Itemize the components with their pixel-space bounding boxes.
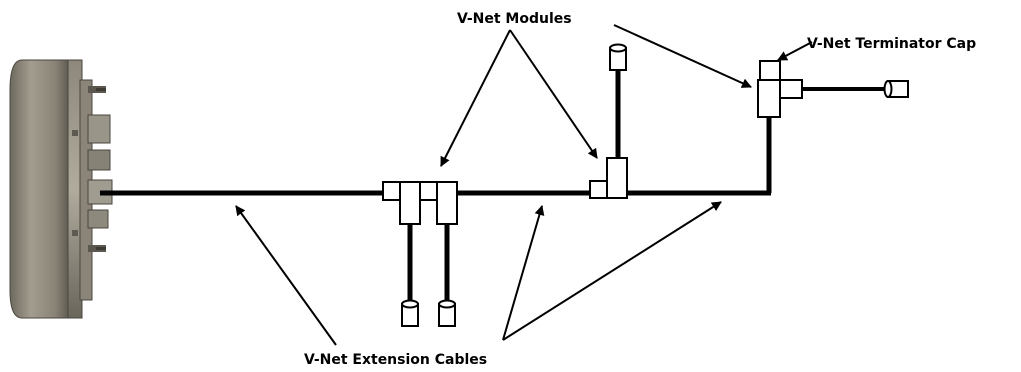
cables-arrows [235, 201, 722, 346]
vnet-terminator-tee [757, 60, 888, 118]
drop-end-cap-2 [438, 299, 456, 327]
drop-end-cap-1 [401, 299, 419, 327]
drop-end-cap-3 [609, 43, 627, 71]
modules-arrows [440, 24, 752, 167]
vnet-module-1 [382, 181, 421, 304]
label-vnet-terminator-cap: V-Net Terminator Cap [807, 36, 977, 52]
vnet-module-2 [419, 181, 458, 304]
label-vnet-extension-cables: V-Net Extension Cables [304, 352, 488, 368]
device-housing [9, 59, 113, 319]
vnet-module-3 [589, 70, 628, 199]
trunk-cable [100, 117, 772, 196]
terminator-arrow [777, 41, 813, 61]
label-vnet-modules: V-Net Modules [457, 11, 572, 27]
horizontal-end-cap [883, 80, 909, 98]
